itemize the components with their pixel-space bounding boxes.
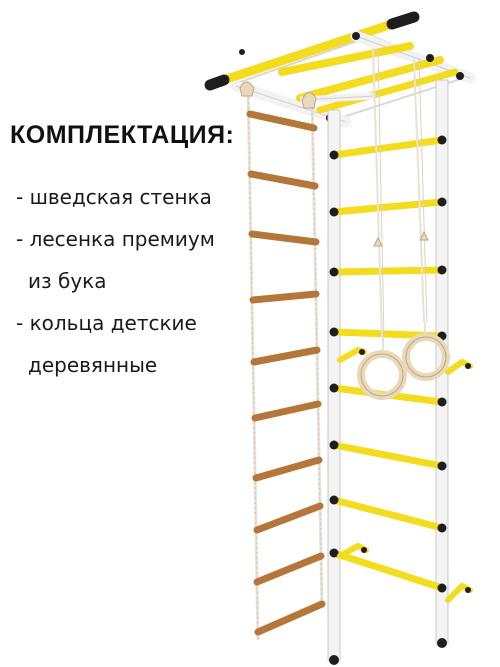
pullup-grip-right [386,11,420,30]
wall-rungs [329,135,447,593]
kit-list: - шведская стенка - лесенка премиум из б… [16,183,215,393]
wall-rung [329,197,447,217]
ladder-rung [252,456,323,482]
ladder-rung [253,502,324,534]
kit-item-text-continued: деревянные [28,353,158,377]
ladder-rung [254,600,326,636]
gymnastic-rings [357,47,450,400]
ladder-rung [247,170,319,190]
top-frame [230,30,476,128]
kit-item-rings: - кольца детские деревянные [16,309,215,379]
wall-brackets [337,346,473,603]
pullup-grip-left [204,74,230,91]
wall-rung [329,548,447,593]
wall-rung [329,135,447,160]
ladder-rung [250,346,321,366]
ladder-rung [253,552,325,586]
rope-ladder [239,81,326,641]
kit-item-text: - кольца детские [16,311,197,335]
wall-rung [329,495,447,533]
ladder-rung [249,290,320,304]
kit-item-text: - лесенка премиум [16,227,215,251]
wall-rung [329,440,447,471]
kit-heading: КОМПЛЕКТАЦИЯ: [10,121,235,149]
ladder-rung [248,230,320,246]
kit-item-text: - шведская стенка [16,185,212,209]
ladder-rung [251,400,322,422]
kit-item-ladder: - лесенка премиум из бука [16,225,215,295]
ladder-rung [246,110,318,132]
kit-item-wall: - шведская стенка [16,183,215,211]
wall-rung [329,265,447,277]
kit-item-text-continued: из бука [28,269,107,293]
